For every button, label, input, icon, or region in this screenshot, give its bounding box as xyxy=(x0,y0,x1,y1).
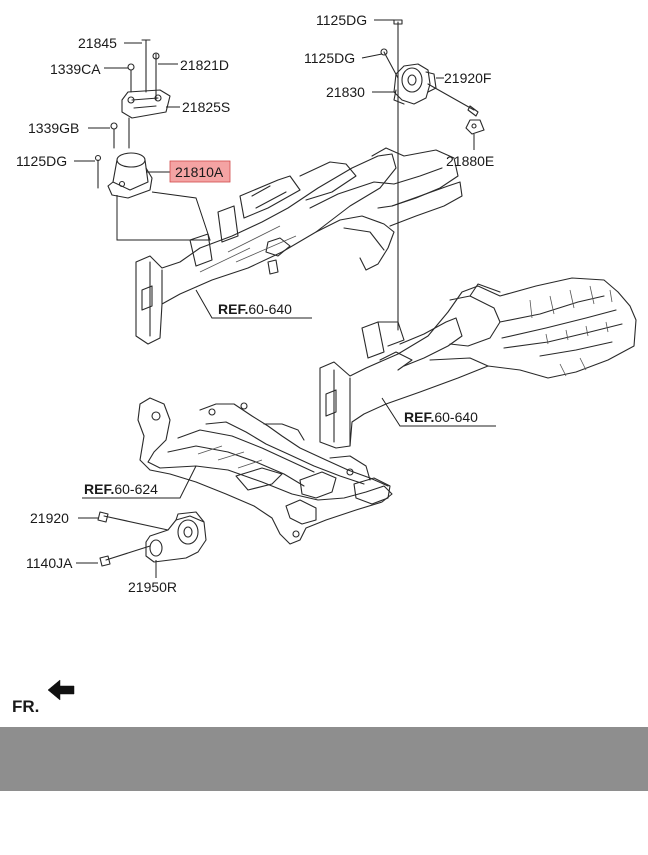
sub-frame-crossmember xyxy=(137,397,393,545)
callout-21880e: 21880E xyxy=(446,153,494,169)
front-direction-indicator: FR. xyxy=(12,679,75,716)
callout-21810a-highlight xyxy=(169,160,231,183)
ref-60-624: REF.60-624 xyxy=(84,481,158,497)
callout-1339ca: 1339CA xyxy=(50,61,101,77)
engine-mount-assembly xyxy=(94,39,211,241)
footer-caption: HYUNDAI KIA - 218103Z050 N - 21810A xyxy=(102,810,559,836)
ref-prefix: REF. xyxy=(218,301,248,317)
ref-number: 60-624 xyxy=(114,481,158,497)
callout-1140ja: 1140JA xyxy=(26,555,73,571)
ref-prefix: REF. xyxy=(84,481,114,497)
parts-diagram: 21845 1339CA 21821D 21825S 1339GB 1125DG… xyxy=(12,12,637,716)
ref-prefix: REF. xyxy=(404,409,434,425)
callout-21920: 21920 xyxy=(30,510,69,526)
callout-21821d: 21821D xyxy=(180,57,229,73)
callout-1125dg-mid: 1125DG xyxy=(304,50,355,66)
callout-21920f: 21920F xyxy=(444,70,491,86)
roll-rod-assembly xyxy=(97,511,207,567)
ref-60-640-upper: REF.60-640 xyxy=(218,301,292,317)
ref-number: 60-640 xyxy=(434,409,478,425)
callout-21810a: 21810A xyxy=(175,164,224,180)
callout-21830: 21830 xyxy=(326,84,365,100)
ref-60-640-lower: REF.60-640 xyxy=(404,409,478,425)
callout-1125dg-top: 1125DG xyxy=(316,12,367,28)
front-side-member-lower xyxy=(319,277,637,449)
callout-1339gb: 1339GB xyxy=(28,120,79,136)
front-side-member-upper xyxy=(135,147,463,345)
reference-labels: REF.60-640 REF.60-640 REF.60-624 xyxy=(84,301,478,497)
callout-21845: 21845 xyxy=(78,35,117,51)
callout-labels: 21845 1339CA 21821D 21825S 1339GB 1125DG… xyxy=(16,12,494,595)
leader-lines xyxy=(74,19,496,578)
callout-21950r: 21950R xyxy=(128,579,177,595)
callout-21825s: 21825S xyxy=(182,99,230,115)
part-number-footer: HYUNDAI KIA - 218103Z050 N - 21810A xyxy=(0,727,648,836)
transmission-mount-assembly xyxy=(380,19,485,331)
callout-1125dg-left: 1125DG xyxy=(16,153,67,169)
ref-number: 60-640 xyxy=(248,301,292,317)
front-label: FR. xyxy=(12,697,39,716)
front-arrow-icon xyxy=(47,679,75,701)
